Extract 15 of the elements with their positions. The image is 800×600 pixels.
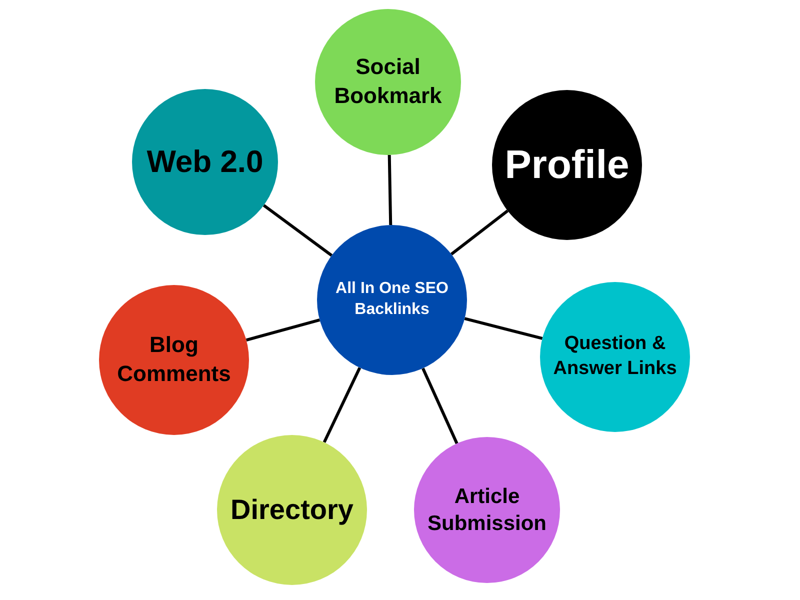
topic-label: Web 2.0 — [146, 142, 264, 181]
connector-line — [322, 367, 362, 443]
topic-label: Social Bookmark — [333, 53, 443, 110]
topic-label: Profile — [504, 142, 630, 189]
connector-line — [388, 154, 392, 226]
connector-line — [262, 204, 333, 257]
topic-label: Question & Answer Links — [552, 332, 678, 381]
connector-line — [246, 318, 320, 342]
topic-label: Directory — [230, 492, 354, 527]
connector-line — [464, 317, 543, 340]
topic-label: Article Submission — [426, 484, 548, 537]
topic-label: Blog Comments — [116, 331, 232, 388]
connector-line — [450, 210, 509, 256]
connector-line — [422, 368, 458, 444]
topic-label: All In One SEO Backlinks — [334, 279, 450, 320]
